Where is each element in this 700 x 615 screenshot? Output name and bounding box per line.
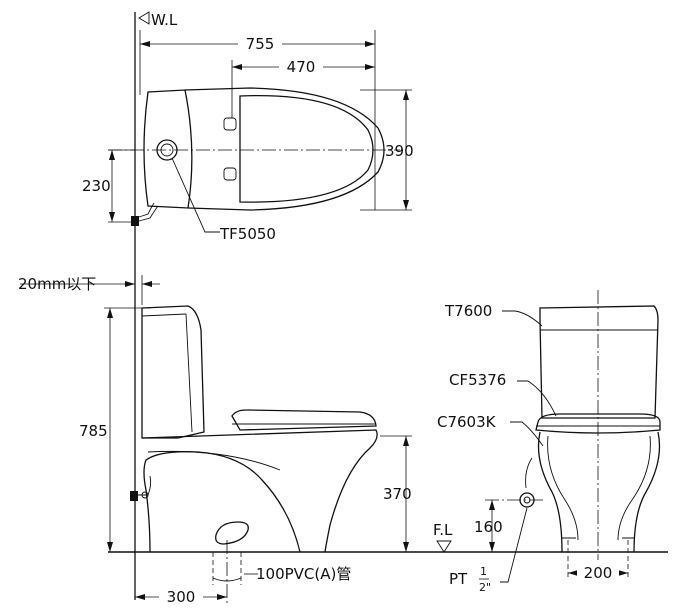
- leader-bowl: [510, 421, 544, 447]
- supply-valve-plan: [131, 216, 139, 226]
- dim-supply-height: 160: [474, 518, 503, 536]
- leader-tank: [502, 310, 543, 327]
- wall-line: W.L: [134, 11, 178, 600]
- pt-fraction-numerator: 1: [480, 565, 487, 578]
- part-tank: T7600: [444, 302, 492, 320]
- seat-plan: [239, 94, 374, 203]
- wall-gap-label: 20mm以下: [18, 275, 96, 293]
- bowl-plan: [184, 87, 385, 211]
- dim-overall-height: 785: [79, 422, 108, 440]
- plan-view: 755 470 390 230: [82, 30, 414, 243]
- side-view: 20mm以下 785 370: [18, 275, 668, 606]
- part-flush-lever: TF5050: [219, 225, 276, 243]
- supply-valve-side: [130, 491, 138, 501]
- dim-foot-width: 200: [584, 564, 613, 582]
- leader-pt: [500, 507, 528, 583]
- seat-front: [535, 413, 661, 434]
- dim-overall-width: 390: [385, 142, 414, 160]
- pt-label: PT: [449, 570, 468, 588]
- leader-seat: [517, 380, 557, 417]
- water-level-label: W.L: [151, 11, 178, 29]
- tank-plan: [143, 89, 193, 209]
- bowl-rim-side: [141, 429, 378, 553]
- bowl-front-right: [633, 431, 661, 553]
- bowl-front-left: [537, 431, 563, 553]
- tank-front: [539, 305, 659, 419]
- hinge-top: [223, 117, 237, 131]
- dim-overall-length: 755: [246, 35, 275, 53]
- dim-seat-height: 370: [383, 485, 412, 503]
- seat-side: [231, 409, 377, 431]
- dim-seat-length: 470: [287, 58, 316, 76]
- hinge-bottom: [223, 167, 237, 181]
- leader-flush-lever: [171, 157, 220, 233]
- drain-opening-side: [215, 521, 249, 545]
- part-bowl: C7603K: [437, 413, 497, 431]
- tank-side: [141, 305, 205, 439]
- front-view: 200 160 F.L PT 1 2" T7600 CF5376 C7603K: [433, 290, 661, 594]
- bowl-body-side: [143, 451, 301, 553]
- floor-level-label: F.L: [433, 521, 453, 539]
- drain-pipe-label: 100PVC(A)管: [256, 565, 351, 583]
- water-level-marker: [138, 11, 150, 25]
- dim-rough-in: 300: [167, 588, 196, 606]
- dim-supply-offset: 230: [82, 177, 111, 195]
- pt-fraction-denominator: 2": [479, 581, 491, 594]
- floor-level-marker: [436, 540, 452, 553]
- part-seat: CF5376: [449, 371, 506, 389]
